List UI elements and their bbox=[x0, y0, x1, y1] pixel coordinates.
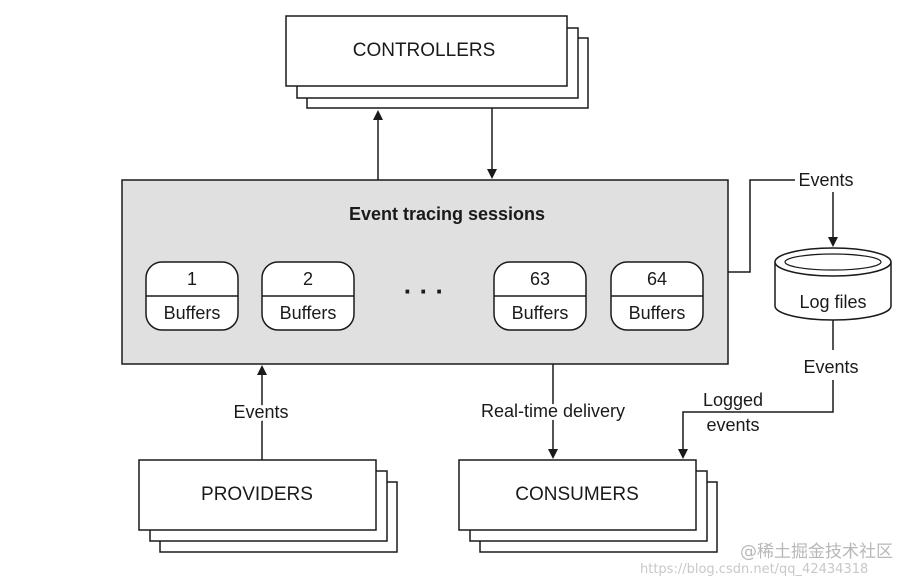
watermark-brand: @稀土掘金技术社区 bbox=[740, 542, 893, 562]
watermark-url: https://blog.csdn.net/qq_42434318 bbox=[640, 562, 868, 577]
providers-stack: PROVIDERS bbox=[138, 459, 398, 553]
buffer-number: 64 bbox=[647, 269, 667, 289]
buffer-63: 63 Buffers bbox=[493, 261, 587, 331]
session-title: Event tracing sessions bbox=[349, 204, 545, 224]
providers-label: PROVIDERS bbox=[201, 484, 313, 505]
controllers-label: CONTROLLERS bbox=[353, 40, 496, 61]
buffer-1: 1 Buffers bbox=[145, 261, 239, 331]
realtime-delivery-label: Real-time delivery bbox=[481, 401, 625, 421]
buffer-2: 2 Buffers bbox=[261, 261, 355, 331]
buffer-64: 64 Buffers bbox=[610, 261, 704, 331]
logged-events-label-line2: events bbox=[706, 415, 759, 435]
providers-box bbox=[138, 459, 377, 531]
log-files-cylinder: Log files bbox=[774, 247, 892, 321]
providers-events-label: Events bbox=[233, 402, 288, 422]
buffers-ellipsis: · · · bbox=[404, 276, 444, 306]
buffer-number: 2 bbox=[303, 269, 313, 289]
events-to-log-label: Events bbox=[798, 170, 853, 190]
buffer-label: Buffers bbox=[280, 303, 337, 323]
consumers-label: CONSUMERS bbox=[515, 484, 639, 505]
controllers-stack: CONTROLLERS bbox=[285, 15, 589, 109]
session-to-events-connector bbox=[728, 179, 795, 273]
buffer-label: Buffers bbox=[164, 303, 221, 323]
logged-events-connector bbox=[678, 380, 834, 459]
consumers-box bbox=[458, 459, 697, 531]
log-files-label: Log files bbox=[799, 292, 866, 312]
buffer-number: 1 bbox=[187, 269, 197, 289]
buffer-number: 63 bbox=[530, 269, 550, 289]
buffer-label: Buffers bbox=[629, 303, 686, 323]
logged-events-label-line1: Logged bbox=[703, 390, 763, 410]
consumers-stack: CONSUMERS bbox=[458, 459, 718, 553]
controllers-box bbox=[285, 15, 568, 87]
events-from-log-label: Events bbox=[803, 357, 858, 377]
buffer-label: Buffers bbox=[512, 303, 569, 323]
